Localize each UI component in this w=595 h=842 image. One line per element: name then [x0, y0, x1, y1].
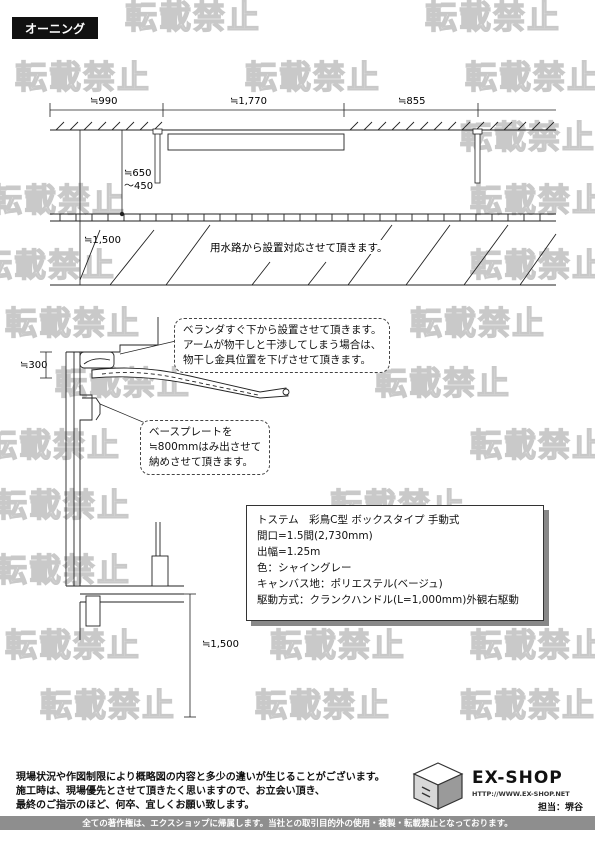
note-bg: [208, 240, 408, 254]
awning-box: [167, 133, 345, 151]
footer-note-line: 最終のご指示のほど、何卒、宜しくお願い致します。: [16, 800, 255, 811]
left-dimension: [40, 351, 52, 379]
balcony: [65, 317, 184, 587]
page-title: オーニング: [12, 17, 98, 39]
spec-line: 駆動方式：クランクハンドル(L=1,000mm)外観右駆動: [257, 594, 519, 606]
arm-bracket: [152, 128, 163, 135]
awning-case: [79, 351, 115, 369]
lower-railing: [79, 522, 184, 640]
wall-line: [50, 121, 556, 131]
callout-line: ベランダすぐ下から設置させて頂きます。: [183, 324, 382, 336]
spec-box: トステム 彩鳥C型 ボックスタイプ 手動式 間口=1.5間(2,730mm) 出…: [246, 505, 544, 621]
callout-baseplate: ベースプレートを ≒800mmはみ出させて 納めさせて頂きます。: [140, 420, 271, 475]
callout-balcony: ベランダすぐ下から設置させて頂きます。 アームが物干しと干渉してしまう場合は、 …: [174, 318, 391, 373]
staff-name: 担当：堺谷: [538, 803, 584, 813]
top-dimension-line: [49, 103, 556, 117]
brand-url: HTTP://WWW.EX-SHOP.NET: [472, 790, 570, 798]
bottom-dim-label: ≒1,500: [202, 639, 239, 650]
water-channel: [50, 213, 557, 286]
height-label: ≒1,500: [84, 235, 121, 246]
bottom-dimension: [184, 593, 196, 718]
callout-line: ベースプレートを: [149, 426, 233, 438]
footer-note-line: 現場状況や作図制限により概略図の内容と多少の違いが生じることがございます。: [16, 772, 385, 783]
left-dim-label: ≒300: [20, 360, 47, 371]
section-view-drawing: ≒300: [20, 317, 290, 718]
arm-height-label: ～450: [124, 181, 153, 192]
callout-line: 納めさせて頂きます。: [149, 456, 253, 468]
spec-line: 色：シャイングレー: [257, 562, 352, 574]
dim-label: ≒1,770: [230, 96, 267, 107]
awning-arm-left: [154, 130, 161, 184]
footer-notes: 現場状況や作図制限により概略図の内容と多少の違いが生じることがございます。 施工…: [16, 771, 385, 813]
brand-name: EX-SHOP: [472, 768, 563, 788]
spec-line: 出幅=1.25m: [257, 546, 321, 558]
plan-note: 用水路から設置対応させて頂きます。: [210, 241, 387, 254]
arm-height-label: ≒650: [124, 168, 151, 179]
callout-line: ≒800mmはみ出させて: [149, 441, 262, 453]
callout-line: アームが物干しと干渉してしまう場合は、: [183, 339, 382, 351]
brand-logo-icon: [412, 762, 464, 810]
brand-block: EX-SHOP HTTP://WWW.EX-SHOP.NET 担当：堺谷: [410, 760, 590, 813]
dim-label: ≒990: [90, 96, 117, 107]
plan-view-drawing: ≒990 ≒1,770 ≒855 ≒650 ～450 ≒1,500: [49, 96, 557, 286]
awning-arm: [91, 367, 290, 399]
arm-bracket: [472, 128, 483, 135]
dim-label: ≒855: [398, 96, 425, 107]
spec-line: 間口=1.5間(2,730mm): [257, 530, 373, 542]
spec-line: トステム 彩鳥C型 ボックスタイプ 手動式: [257, 514, 460, 526]
height-dimension: [73, 130, 87, 286]
leader-lines: [99, 339, 181, 426]
callout-line: 物干し金具位置を下げさせて頂きます。: [183, 354, 371, 366]
footer-note-line: 施工時は、現場優先とさせて頂きたく思いますので、お立会い頂き、: [16, 786, 325, 797]
awning-arm-right: [474, 130, 481, 184]
spec-line: キャンバス地：ポリエステル(ベージュ): [257, 578, 443, 590]
copyright-bar: 全ての著作権は、エクスショップに帰属します。当社との取引目的外の使用・複製・転載…: [0, 816, 595, 830]
